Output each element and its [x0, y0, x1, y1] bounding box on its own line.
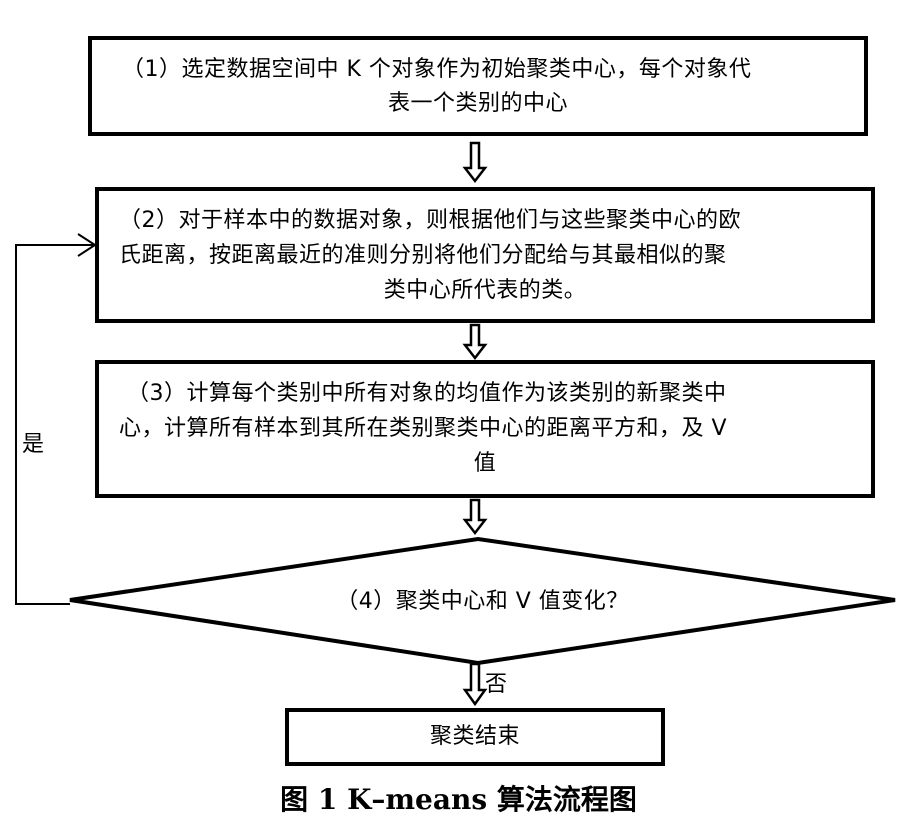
step-1-box: （1）选定数据空间中 K 个对象作为初始聚类中心，每个对象代 表一个类别的中心: [88, 36, 868, 136]
decision-text: （4）聚类中心和 V 值变化？: [336, 589, 629, 614]
arrow-4-to-end: [462, 662, 488, 707]
step-2-line-1: （2）对于样本中的数据对象，则根据他们与这些聚类中心的欧: [119, 208, 741, 233]
step-3-box: （3）计算每个类别中所有对象的均值作为该类别的新聚类中 心，计算所有样本到其所在…: [95, 360, 875, 498]
step-1-line-1: （1）选定数据空间中 K 个对象作为初始聚类中心，每个对象代: [122, 57, 752, 82]
step-3-line-3: 值: [473, 451, 497, 476]
arrow-3-to-4: [462, 498, 488, 536]
arrow-2-to-3: [462, 323, 488, 361]
arrow-1-to-2: [462, 141, 488, 184]
step-2-line-2: 氏距离，按距离最近的准则分别将他们分配给与其最相似的聚: [119, 243, 727, 268]
step-3-line-1: （3）计算每个类别中所有对象的均值作为该类别的新聚类中: [127, 381, 727, 406]
step-2-box: （2）对于样本中的数据对象，则根据他们与这些聚类中心的欧 氏距离，按距离最近的准…: [95, 187, 875, 323]
yes-label: 是: [22, 432, 45, 457]
step-3-line-2: 心，计算所有样本到其所在类别聚类中心的距离平方和，及 V: [119, 416, 728, 441]
step-2-line-3: 类中心所代表的类。: [383, 278, 587, 303]
end-text: 聚类结束: [429, 724, 520, 749]
step-1-line-2: 表一个类别的中心: [387, 91, 568, 116]
loop-back-line: [15, 244, 95, 605]
no-label: 否: [485, 672, 508, 697]
end-box: 聚类结束: [285, 708, 665, 766]
decision-diamond: [69, 536, 896, 666]
figure-caption: 图 1 K–means 算法流程图: [280, 783, 637, 816]
